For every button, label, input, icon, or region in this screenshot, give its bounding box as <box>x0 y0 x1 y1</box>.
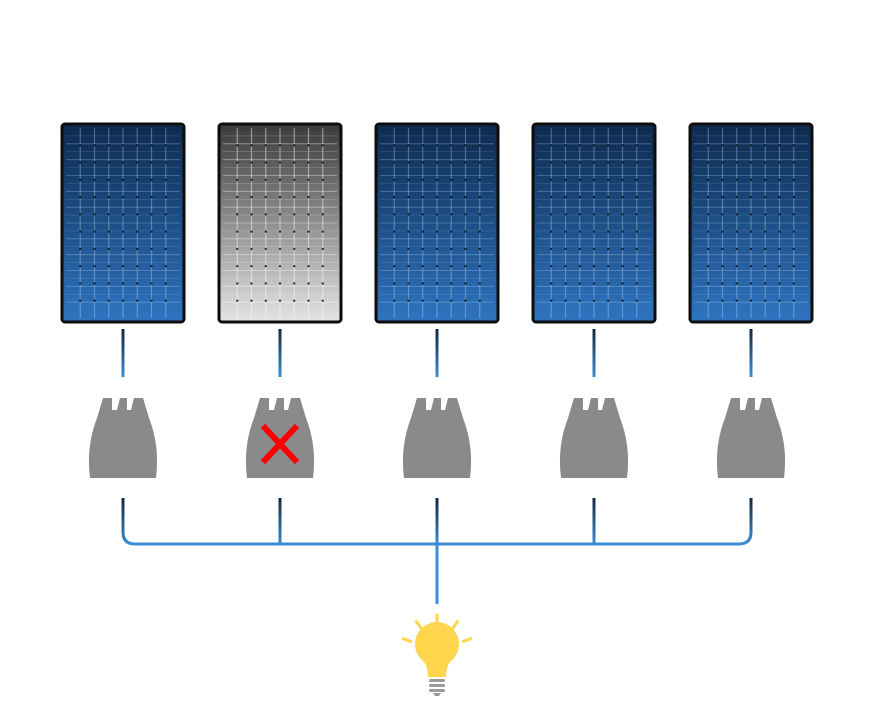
solar-panel-4 <box>531 122 657 324</box>
red-x-icon <box>260 423 300 465</box>
panel-frame <box>531 122 657 324</box>
solar-panel-2 <box>217 122 343 324</box>
microinverter-body-icon <box>402 398 472 478</box>
solar-panel-5 <box>688 122 814 324</box>
panel-cell-grid <box>537 128 651 318</box>
panel-frame <box>374 122 500 324</box>
panel-to-inverter-wire-3 <box>435 329 439 377</box>
panel-to-inverter-wire-5 <box>749 329 753 377</box>
panel-cell-grid <box>694 128 808 318</box>
microinverter-notch <box>284 398 291 410</box>
microinverter-1 <box>88 398 158 478</box>
light-bulb-icon <box>401 613 473 696</box>
panel-frame <box>60 122 186 324</box>
inverter-to-bus-wire <box>592 498 596 544</box>
inverter-to-bus-wire <box>278 498 282 544</box>
microinverter-5 <box>716 398 786 478</box>
microinverter-body-icon <box>245 398 315 478</box>
microinverter-body-icon <box>716 398 786 478</box>
solar-panel-1 <box>60 122 186 324</box>
panel-cell-grid <box>66 128 180 318</box>
inverter-to-bus-wire <box>435 498 439 544</box>
solar-panel-row <box>60 122 814 324</box>
wiring <box>121 329 753 604</box>
microinverter-notch <box>127 398 134 410</box>
bulb-base <box>429 679 445 696</box>
panel-frame <box>688 122 814 324</box>
microinverter-notch <box>441 398 448 410</box>
microinverter-4 <box>559 398 629 478</box>
panel-to-inverter-wire-1 <box>121 329 125 377</box>
panel-cell-grid <box>223 128 337 318</box>
microinverter-2 <box>245 398 315 478</box>
microinverter-notch <box>598 398 605 410</box>
bus-to-load-wire <box>435 544 439 604</box>
panel-to-inverter-wire-4 <box>592 329 596 377</box>
panel-to-inverter-wire-2 <box>278 329 282 377</box>
bulb-glass <box>415 622 459 677</box>
output-group <box>401 613 473 696</box>
light-rays <box>401 613 473 643</box>
solar-panel-3 <box>374 122 500 324</box>
microinverter-notch <box>755 398 762 410</box>
microinverter-row <box>88 398 786 478</box>
panel-cell-grid <box>380 128 494 318</box>
microinverter-body-icon <box>559 398 629 478</box>
panel-frame <box>217 122 343 324</box>
microinverter-body-icon <box>88 398 158 478</box>
microinverter-3 <box>402 398 472 478</box>
